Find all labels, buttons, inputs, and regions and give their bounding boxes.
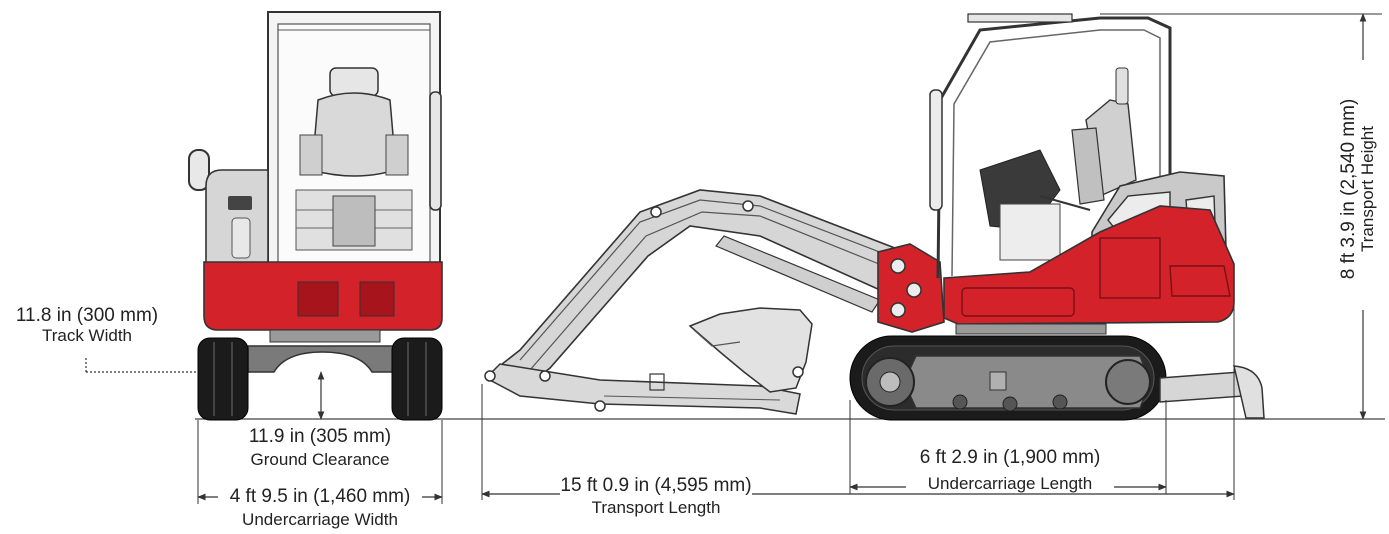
side-cab-interior [979, 67, 1137, 261]
front-right-track [391, 337, 443, 421]
undercarriage-width-label: 4 ft 9.5 in (1,460 mm) Undercarriage Wid… [200, 487, 440, 528]
ground-clearance-caption: Ground Clearance [250, 450, 390, 469]
transport-height-value: 8 ft 3.9 in (2,540 mm) [1338, 98, 1359, 280]
front-view-excavator [188, 11, 443, 421]
transport-height-label: 8 ft 3.9 in (2,540 mm) Transport Height [1338, 70, 1381, 308]
undercarriage-length-caption: Undercarriage Length [927, 474, 1093, 493]
side-dozer-blade [1233, 365, 1265, 419]
undercarriage-length-label: 6 ft 2.9 in (1,900 mm) Undercarriage Len… [892, 448, 1128, 492]
undercarriage-width-caption: Undercarriage Width [242, 510, 398, 529]
undercarriage-length-value: 6 ft 2.9 in (1,900 mm) [919, 447, 1101, 468]
front-left-track [197, 337, 249, 421]
track-width-caption: Track Width [41, 326, 133, 345]
side-arm [484, 363, 801, 415]
transport-height-caption: Transport Height [1357, 126, 1377, 252]
transport-length-value: 15 ft 0.9 in (4,595 mm) [560, 475, 752, 496]
side-dozer-arm [1159, 371, 1245, 403]
ground-clearance-label: 11.9 in (305 mm) Ground Clearance [222, 427, 418, 468]
track-width-value: 11.8 in (300 mm) [15, 305, 159, 326]
front-seat [295, 67, 413, 251]
front-mirror [188, 149, 210, 191]
front-undercarriage [247, 345, 397, 373]
track-width-label: 11.8 in (300 mm) Track Width [6, 306, 168, 344]
ground-clearance-value: 11.9 in (305 mm) [248, 426, 392, 447]
side-red-body [943, 205, 1235, 325]
side-bucket [688, 307, 813, 393]
transport-length-caption: Transport Length [591, 498, 721, 517]
transport-length-label: 15 ft 0.9 in (4,595 mm) Transport Length [540, 476, 772, 516]
undercarriage-width-value: 4 ft 9.5 in (1,460 mm) [229, 486, 411, 507]
side-view-excavator [484, 13, 1265, 421]
